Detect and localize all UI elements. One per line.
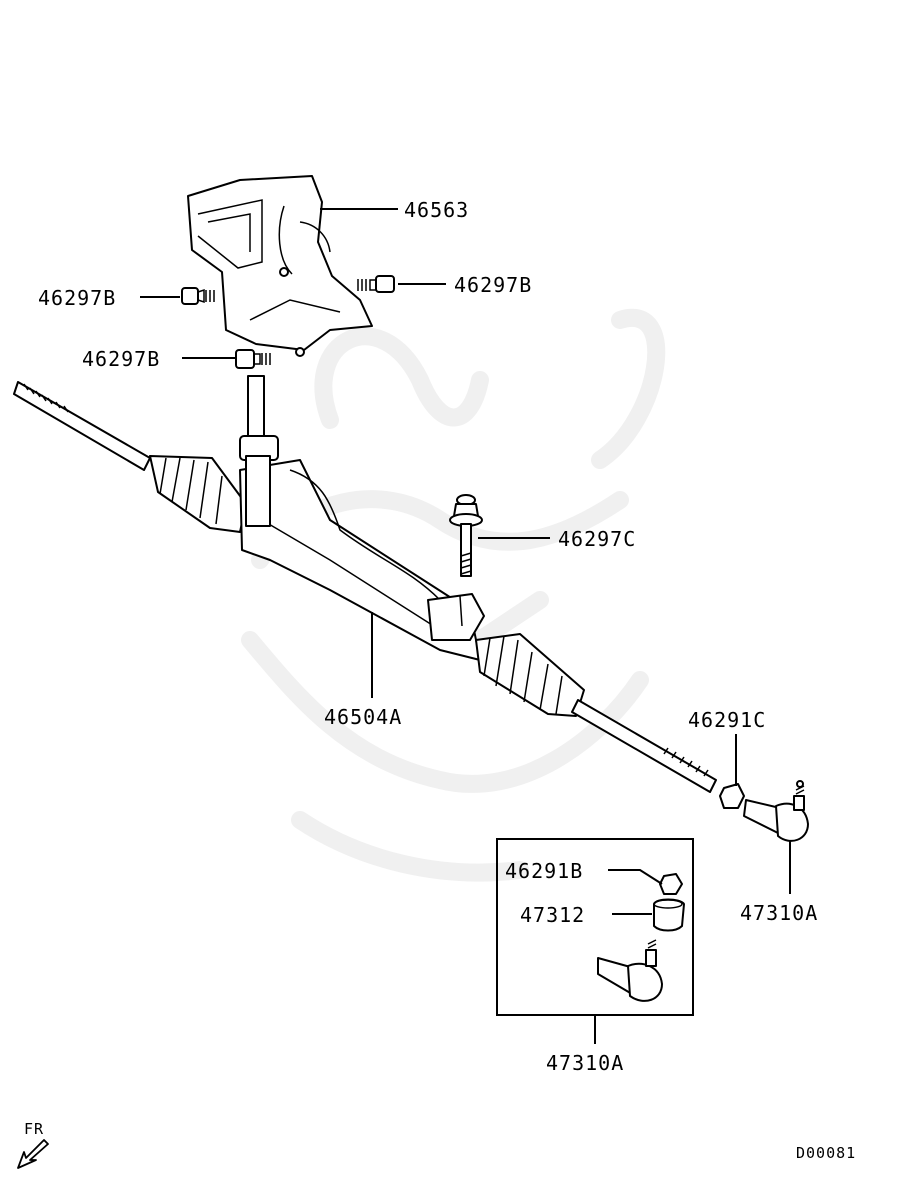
kit-tie-rod-end[interactable] xyxy=(597,939,663,1002)
leader-lines xyxy=(140,208,791,1044)
label-tie-rod-end[interactable]: 47310A xyxy=(740,901,818,925)
bolt-46297b-lower[interactable] xyxy=(235,349,271,369)
label-kit-nut[interactable]: 46291B xyxy=(505,859,583,883)
label-nut-c[interactable]: 46291C xyxy=(688,708,766,732)
bolt-46297b-right[interactable] xyxy=(357,275,395,293)
label-kit-boot[interactable]: 47312 xyxy=(520,903,585,927)
label-bolt-c[interactable]: 46297C xyxy=(558,527,636,551)
kit-nut-46291b[interactable] xyxy=(659,873,683,895)
label-bolt-b-lower[interactable]: 46297B xyxy=(82,347,160,371)
tie-rod-end-47310a[interactable] xyxy=(743,780,809,842)
bolt-46297c[interactable] xyxy=(449,494,483,577)
label-kit-assembly[interactable]: 47310A xyxy=(546,1051,624,1075)
cover-plate[interactable] xyxy=(187,175,373,357)
label-cover[interactable]: 46563 xyxy=(404,198,469,222)
nut-46291c[interactable] xyxy=(719,783,745,809)
label-bolt-b-left[interactable]: 46297B xyxy=(38,286,116,310)
steering-rack-assembly[interactable] xyxy=(13,375,717,793)
watermark-mask-icon xyxy=(241,308,666,882)
diagram-code: D00081 xyxy=(796,1144,856,1162)
kit-box xyxy=(496,838,694,1016)
kit-boot-47312[interactable] xyxy=(653,898,685,932)
front-direction-arrow-icon xyxy=(17,1139,49,1169)
bolt-46297b-left[interactable] xyxy=(181,287,215,305)
direction-label: FR xyxy=(24,1120,44,1138)
label-rack[interactable]: 46504A xyxy=(324,705,402,729)
label-bolt-b-right[interactable]: 46297B xyxy=(454,273,532,297)
